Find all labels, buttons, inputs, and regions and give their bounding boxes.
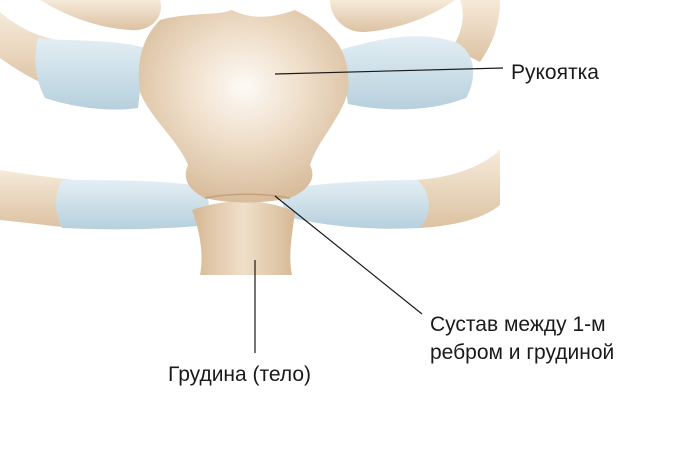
sternum-body (192, 201, 295, 275)
second-rib-left (0, 170, 75, 228)
rib-sternum-joint-label: Сустав между 1-м ребром и грудиной (430, 311, 614, 367)
rib-sternum-joint-label-line1: Сустав между 1-м (430, 313, 606, 336)
first-rib-right (452, 0, 500, 62)
sternum-body-label: Грудина (тело) (168, 363, 312, 386)
second-costal-cartilage-right (282, 180, 429, 229)
clavicle-left (40, 0, 161, 31)
second-costal-cartilage-left (56, 180, 209, 230)
first-costal-cartilage-left (35, 38, 145, 110)
rib-sternum-joint-label-line2: ребром и грудиной (430, 341, 615, 364)
first-costal-cartilage-right (340, 36, 474, 110)
leader-line-manubrium (274, 67, 504, 75)
second-rib-right (415, 150, 500, 228)
clavicle-right (330, 0, 455, 33)
manubrium (138, 10, 349, 203)
leader-line-joint (274, 195, 423, 315)
manubrium-label: Рукоятка (511, 61, 599, 84)
